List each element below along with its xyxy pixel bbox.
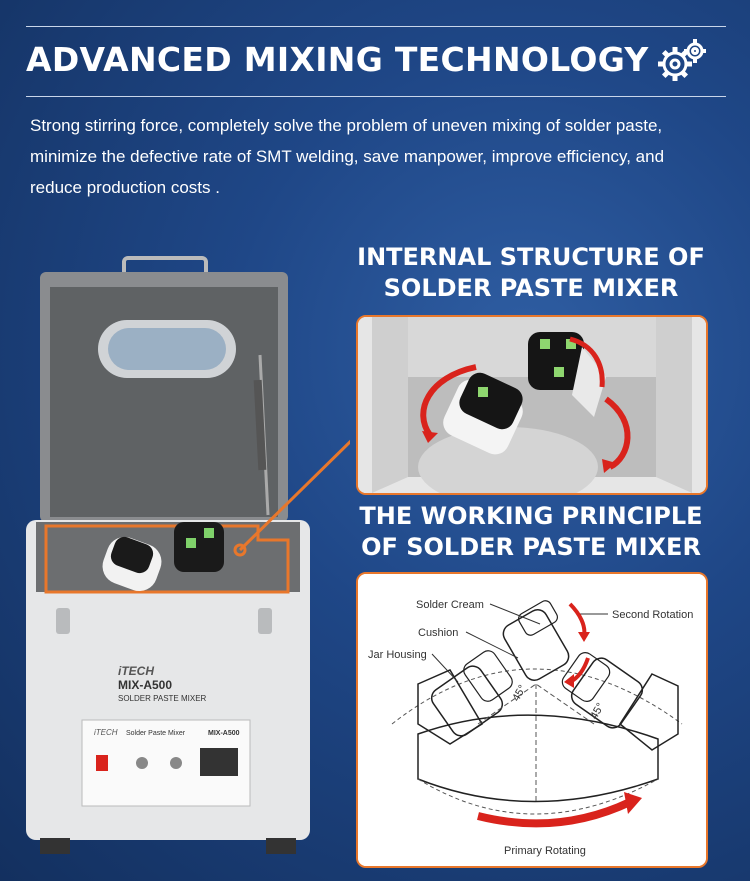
label-solder-cream: Solder Cream bbox=[416, 599, 484, 611]
machine-product-name: SOLDER PASTE MIXER bbox=[118, 694, 207, 703]
label-jar-housing: Jar Housing bbox=[368, 649, 427, 661]
working-principle-panel: Solder Cream Cushion Jar Housing Second … bbox=[356, 572, 708, 868]
top-divider bbox=[26, 26, 726, 27]
machine-model: MIX-A500 bbox=[118, 678, 172, 692]
panel-model: MIX-A500 bbox=[208, 730, 240, 737]
gears-icon bbox=[658, 39, 706, 81]
label-primary-rotating: Primary Rotating bbox=[504, 845, 586, 857]
internal-structure-photo bbox=[358, 317, 706, 493]
panel-brand: iTECH bbox=[94, 728, 118, 737]
internal-structure-heading: INTERNAL STRUCTURE OF SOLDER PASTE MIXER bbox=[357, 243, 705, 302]
header-divider bbox=[26, 96, 726, 97]
panel-title: Solder Paste Mixer bbox=[126, 730, 186, 737]
page-title: ADVANCED MIXING TECHNOLOGY bbox=[26, 40, 649, 79]
label-cushion: Cushion bbox=[418, 627, 458, 639]
working-principle-heading: THE WORKING PRINCIPLE OF SOLDER PASTE MI… bbox=[359, 502, 703, 561]
intro-text: Strong stirring force, completely solve … bbox=[30, 116, 665, 197]
working-principle-diagram: Solder Cream Cushion Jar Housing Second … bbox=[358, 574, 706, 866]
mixer-machine-illustration: iTECH MIX-A500 SOLDER PASTE MIXER iTECH … bbox=[26, 256, 350, 854]
internal-structure-panel bbox=[356, 315, 708, 495]
machine-brand: iTECH bbox=[118, 664, 154, 678]
label-second-rotation: Second Rotation bbox=[612, 609, 693, 621]
